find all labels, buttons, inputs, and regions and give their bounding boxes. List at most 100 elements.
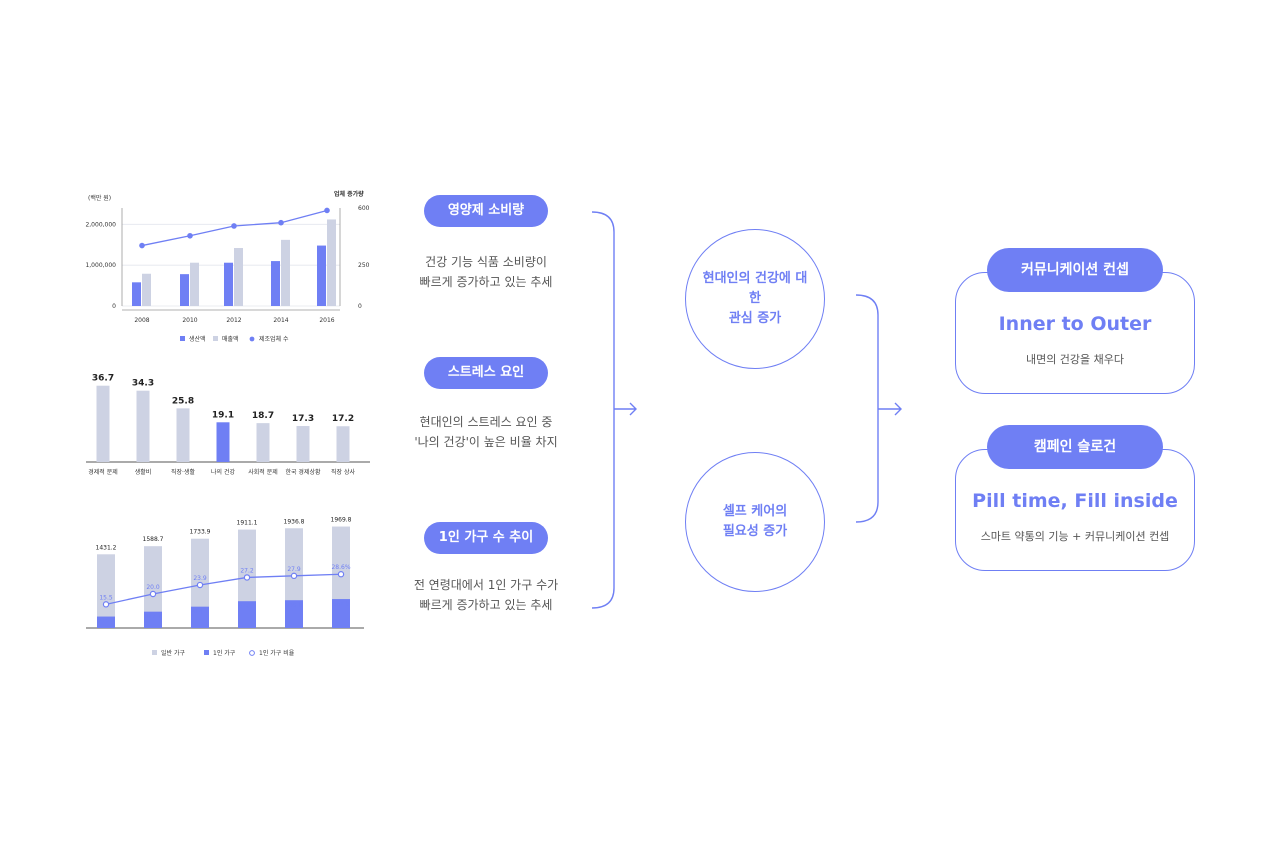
factor-desc-stress: 현대인의 스트레스 요인 중 '나의 건강'이 높은 비율 차지 <box>386 412 586 452</box>
point-manufacturers <box>139 242 145 249</box>
total-label: 1911.1 <box>237 520 258 527</box>
mid-bracket <box>855 294 879 523</box>
value-label: 36.7 <box>92 374 114 384</box>
factor-desc-line: 빠르게 증가하고 있는 추세 <box>419 598 553 612</box>
legend-label: 매출액 <box>222 335 239 343</box>
bar-production <box>224 262 233 306</box>
insight-circle-health-interest: 현대인의 건강에 대한 관심 증가 <box>685 229 825 369</box>
insight-line: 필요성 증가 <box>722 524 788 539</box>
x-tick-label: 사회적 문제 <box>248 468 278 476</box>
bar-sales <box>281 239 290 306</box>
bar-general-household <box>97 554 115 628</box>
x-tick-label: 직장·생활 <box>171 468 195 476</box>
concept-box: Inner to Outer 내면의 건강을 채우다 <box>955 272 1195 394</box>
bar-sales <box>327 219 336 306</box>
y2-axis-label: 업체 증가량 <box>334 190 364 198</box>
single-label: 539.8 <box>285 602 302 609</box>
ratio-label: 23.9 <box>193 575 207 582</box>
factor-desc-line: 전 연령대에서 1인 가구 수가 <box>413 578 559 592</box>
bar-sales <box>190 262 199 306</box>
value-label: 18.7 <box>252 411 274 421</box>
total-label: 1431.2 <box>96 544 117 551</box>
x-tick-label: 2016 <box>319 317 334 324</box>
bar-production <box>180 274 189 306</box>
x-tick-label: 2008 <box>134 317 149 324</box>
value-label: 17.2 <box>332 414 354 424</box>
single-label: 317.1 <box>144 614 161 621</box>
x-tick-label: 경제적 문제 <box>88 468 118 476</box>
single-label: 561.9 <box>332 601 349 608</box>
x-tick-label: 나의 건강 <box>211 468 235 476</box>
bar-stress <box>296 426 310 462</box>
y2-tick-label: 250 <box>358 262 370 269</box>
insight-line: 셀프 케어의 <box>722 504 788 519</box>
ratio-label: 27.9 <box>287 566 301 573</box>
y-axis-label: (백만 원) <box>88 194 111 202</box>
y-tick-label: 1,000,000 <box>85 262 116 269</box>
total-label: 1733.9 <box>190 529 211 536</box>
legend-label: 일반 가구 <box>161 649 185 657</box>
factor-desc-supplement: 건강 기능 식품 소비량이 빠르게 증가하고 있는 추세 <box>386 252 586 292</box>
legend-marker <box>213 336 218 341</box>
total-label: 1588.7 <box>143 536 164 543</box>
ratio-label: 20.0 <box>146 584 160 591</box>
legend-marker <box>249 336 255 342</box>
value-label: 34.3 <box>132 379 154 389</box>
y-tick-label: 2,000,000 <box>85 221 116 228</box>
point-manufacturers <box>187 232 193 239</box>
point-manufacturers <box>231 223 237 229</box>
concept-subtitle: 내면의 건강을 채우다 <box>1025 353 1125 366</box>
legend-marker <box>204 650 209 655</box>
ratio-label: 28.6% <box>331 564 350 571</box>
charts-area: (백만 원)업체 증가량01,000,0002,000,000025060020… <box>85 190 370 657</box>
x-tick-label: 직장 상사 <box>331 468 355 476</box>
point-single-ratio <box>149 590 157 598</box>
point-manufacturers <box>278 219 284 226</box>
slogan-pill: 캠페인 슬로건 <box>987 425 1163 469</box>
x-tick-label: 한국 경제상황 <box>285 468 321 476</box>
factor-pill-supplement: 영양제 소비량 <box>424 195 548 227</box>
value-label: 19.1 <box>212 410 234 420</box>
insight-line: 관심 증가 <box>728 311 782 326</box>
single-label: 414.2 <box>191 609 208 616</box>
total-label: 1969.8 <box>331 517 352 524</box>
single-label: 520.3 <box>238 603 255 610</box>
bar-production <box>132 282 141 306</box>
legend-label: 1인 가구 <box>213 649 236 657</box>
bar-single-household <box>97 616 115 628</box>
factor-pill-stress: 스트레스 요인 <box>424 357 548 389</box>
concept-title: Inner to Outer <box>998 313 1152 335</box>
bar-general-household <box>144 546 162 628</box>
legend-marker <box>180 336 185 341</box>
ratio-label: 27.2 <box>240 567 254 574</box>
bar-stress <box>96 385 110 462</box>
factor-desc-single-household: 전 연령대에서 1인 가구 수가 빠르게 증가하고 있는 추세 <box>386 575 586 615</box>
bar-single-household <box>144 611 162 628</box>
bar-single-household <box>238 601 256 628</box>
legend-label: 생산액 <box>189 335 206 343</box>
concept-pill: 커뮤니케이션 컨셉 <box>987 248 1163 292</box>
x-tick-label: 2012 <box>226 317 241 324</box>
point-manufacturers <box>324 207 330 214</box>
y-tick-label: 0 <box>112 303 116 310</box>
insight-circle-self-care: 셀프 케어의 필요성 증가 <box>685 452 825 592</box>
factor-desc-line: '나의 건강'이 높은 비율 차지 <box>414 435 558 449</box>
bar-production <box>271 261 280 306</box>
left-bracket-arrow <box>614 402 637 416</box>
bar-stress <box>256 423 270 462</box>
x-tick-label: 2014 <box>273 317 288 324</box>
bar-stress <box>216 422 230 462</box>
legend-label: 1인 가구 비율 <box>259 649 295 657</box>
factor-desc-line: 현대인의 스트레스 요인 중 <box>419 415 553 429</box>
point-single-ratio <box>243 574 251 581</box>
bar-single-household <box>191 606 209 628</box>
bar-production <box>317 245 326 306</box>
bar-sales <box>142 273 151 306</box>
bar-stress <box>136 390 150 462</box>
bar-single-household <box>285 600 303 628</box>
point-single-ratio <box>196 581 204 589</box>
total-label: 1936.8 <box>284 518 305 525</box>
legend-label: 제조업체 수 <box>259 335 289 343</box>
y2-tick-label: 0 <box>358 303 362 310</box>
mid-bracket-arrow <box>878 402 902 416</box>
